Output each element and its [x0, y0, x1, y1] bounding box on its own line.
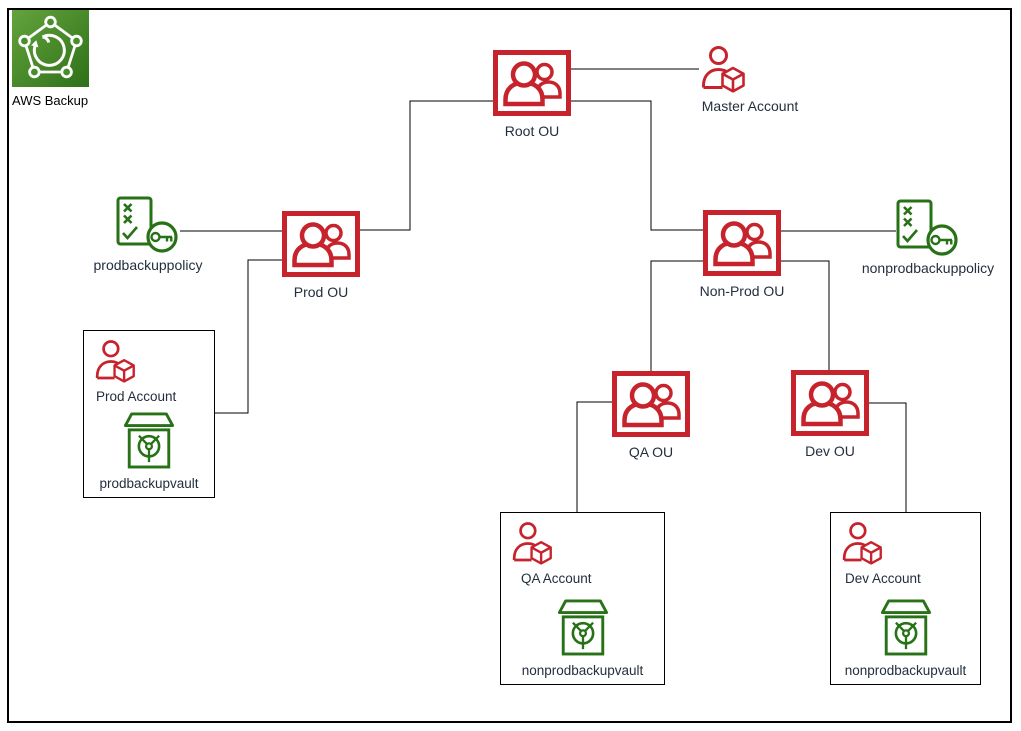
- backup-policy-icon: [896, 199, 960, 257]
- node-nonprod-ou: Non-Prod OU: [700, 210, 784, 299]
- organizational-unit-icon: [703, 210, 781, 276]
- node-qa-ou: QA OU: [612, 371, 690, 460]
- node-prod-ou: Prod OU: [282, 211, 360, 300]
- organizational-unit-icon: [612, 371, 690, 437]
- node-label: Prod OU: [293, 284, 349, 300]
- node-master-account: Master Account: [700, 45, 798, 114]
- node-label: nonprodbackuppolicy: [861, 260, 995, 276]
- node-label: Dev OU: [805, 443, 855, 459]
- vault-group: nonprodbackupvault: [831, 597, 980, 678]
- organizational-unit-icon: [282, 211, 360, 277]
- account-icon: [841, 521, 883, 567]
- node-root-ou: Root OU: [493, 50, 571, 139]
- qa-account-box: QA Account nonprodbackupvault: [500, 512, 665, 685]
- edge-nonprod-ou-to-dev-ou: [781, 260, 830, 370]
- node-label: QA OU: [628, 444, 674, 460]
- vault-label: prodbackupvault: [99, 476, 199, 491]
- backup-vault-icon: [122, 410, 176, 470]
- aws-backup-icon: [12, 10, 89, 87]
- node-prodbackuppolicy: prodbackuppolicy: [94, 196, 202, 273]
- organizational-unit-icon: [493, 50, 571, 116]
- backup-policy-icon: [116, 196, 180, 254]
- node-aws-backup-service: AWS Backup: [12, 10, 89, 108]
- vault-label: nonprodbackupvault: [521, 663, 644, 678]
- node-dev-ou: Dev OU: [791, 370, 869, 459]
- node-label: prodbackuppolicy: [93, 257, 203, 273]
- edge-root-to-nonprod-ou: [571, 100, 703, 231]
- account-icon: [94, 339, 136, 385]
- backup-vault-icon: [556, 597, 610, 657]
- account-label: QA Account: [521, 571, 592, 586]
- edge-prod-ou-to-prod-account: [215, 259, 282, 414]
- account-label: Dev Account: [845, 571, 921, 586]
- vault-label: nonprodbackupvault: [844, 663, 967, 678]
- edge-nonprod-ou-to-qa-ou: [650, 260, 703, 371]
- node-label: Non-Prod OU: [699, 283, 785, 299]
- node-nonprodbackuppolicy: nonprodbackuppolicy: [862, 199, 994, 276]
- vault-group: nonprodbackupvault: [501, 597, 664, 678]
- account-icon: [700, 45, 746, 95]
- backup-vault-icon: [879, 597, 933, 657]
- node-label: Root OU: [504, 123, 560, 139]
- edge-qa-ou-to-qa-account: [576, 401, 612, 512]
- edge-root-to-prod-ou: [360, 100, 493, 231]
- account-label: Prod Account: [96, 389, 177, 404]
- organizational-unit-icon: [791, 370, 869, 436]
- account-icon: [511, 521, 553, 567]
- service-label: AWS Backup: [12, 93, 89, 108]
- vault-group: prodbackupvault: [84, 410, 214, 491]
- diagram-border: [7, 8, 1012, 723]
- dev-account-box: Dev Account nonprodbackupvault: [830, 512, 981, 685]
- prod-account-box: Prod Account prodbackupvault: [83, 330, 215, 498]
- edge-dev-ou-to-dev-account: [869, 402, 907, 512]
- node-label: Master Account: [701, 98, 799, 114]
